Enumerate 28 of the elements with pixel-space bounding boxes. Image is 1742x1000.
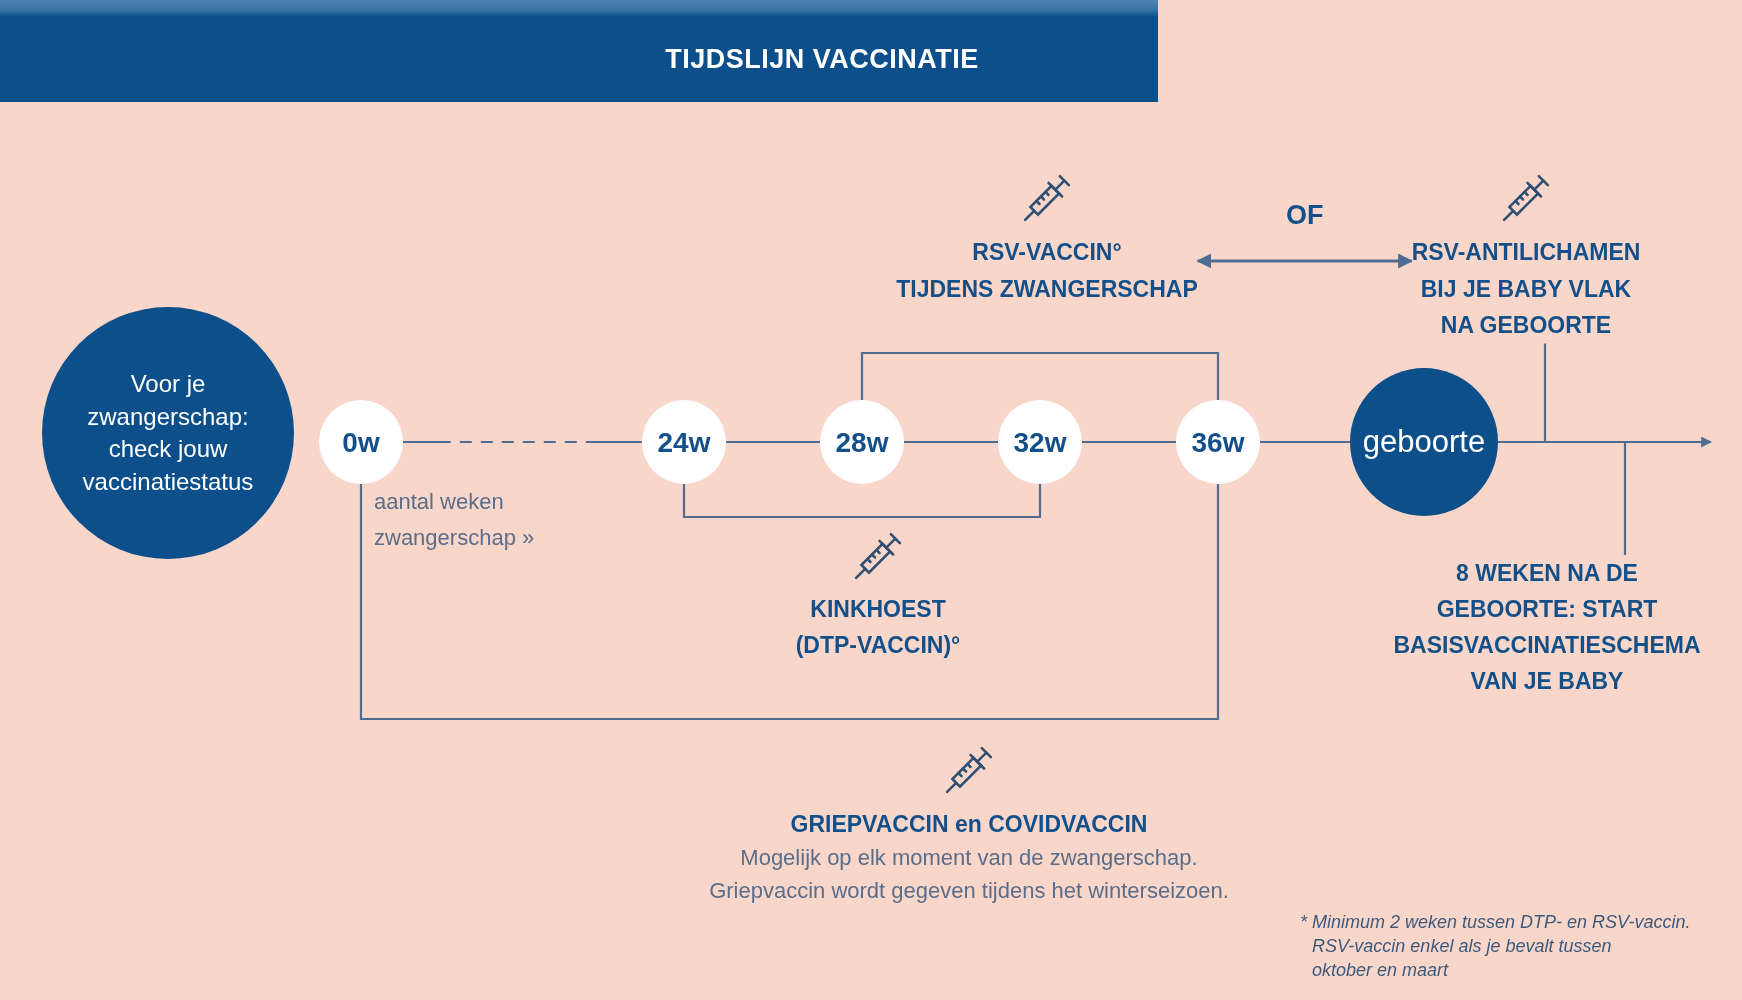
week-circle: 0w xyxy=(319,400,403,484)
leader-line xyxy=(1623,442,1627,555)
axis-caption: aantal weken zwangerschap » xyxy=(374,488,535,552)
timeline-line xyxy=(726,440,820,444)
title: TIJDSLIJN VACCINATIE xyxy=(665,43,979,75)
week-circle: 36w xyxy=(1176,400,1260,484)
week-circle: 32w xyxy=(998,400,1082,484)
double-arrow xyxy=(1196,253,1414,269)
birth-circle: geboorte xyxy=(1350,368,1498,516)
description-text: Mogelijk op elk moment van de zwangerschap. Griepvaccin wordt gegeven tijdens het winterseizoen. xyxy=(709,844,1229,905)
leader-line xyxy=(1543,343,1547,442)
timeline-line xyxy=(1260,440,1350,444)
vaccine-heading: RSV-VACCIN° TIJDENS ZWANGERSCHAP xyxy=(896,234,1198,308)
vaccine-heading: KINKHOEST (DTP-VACCIN)° xyxy=(795,595,961,660)
info-circle: Voor je zwangerschap: check jouw vaccinatiestatus xyxy=(42,307,294,559)
range-bracket xyxy=(860,351,1220,400)
timeline-line xyxy=(904,440,998,444)
timeline-line xyxy=(1082,440,1176,444)
week-circle: 24w xyxy=(642,400,726,484)
range-bracket xyxy=(359,484,1220,721)
footnote: * Minimum 2 weken tussen DTP- en RSV-vaccin. RSV-vaccin enkel als je bevalt tussen oktober en maart xyxy=(1300,911,1691,982)
range-bracket xyxy=(682,484,1042,519)
vaccine-heading: RSV-ANTILICHAMEN BIJ JE BABY VLAK NA GEBOORTE xyxy=(1411,234,1641,344)
timeline-arrow xyxy=(1498,436,1713,448)
timeline-line xyxy=(403,440,642,444)
milestone-note: 8 WEKEN NA DE GEBOORTE: START BASISVACCINATIESCHEMA VAN JE BABY xyxy=(1393,555,1701,699)
vaccine-heading: GRIEPVACCIN en COVIDVACCIN xyxy=(790,810,1148,839)
week-circle: 28w xyxy=(820,400,904,484)
